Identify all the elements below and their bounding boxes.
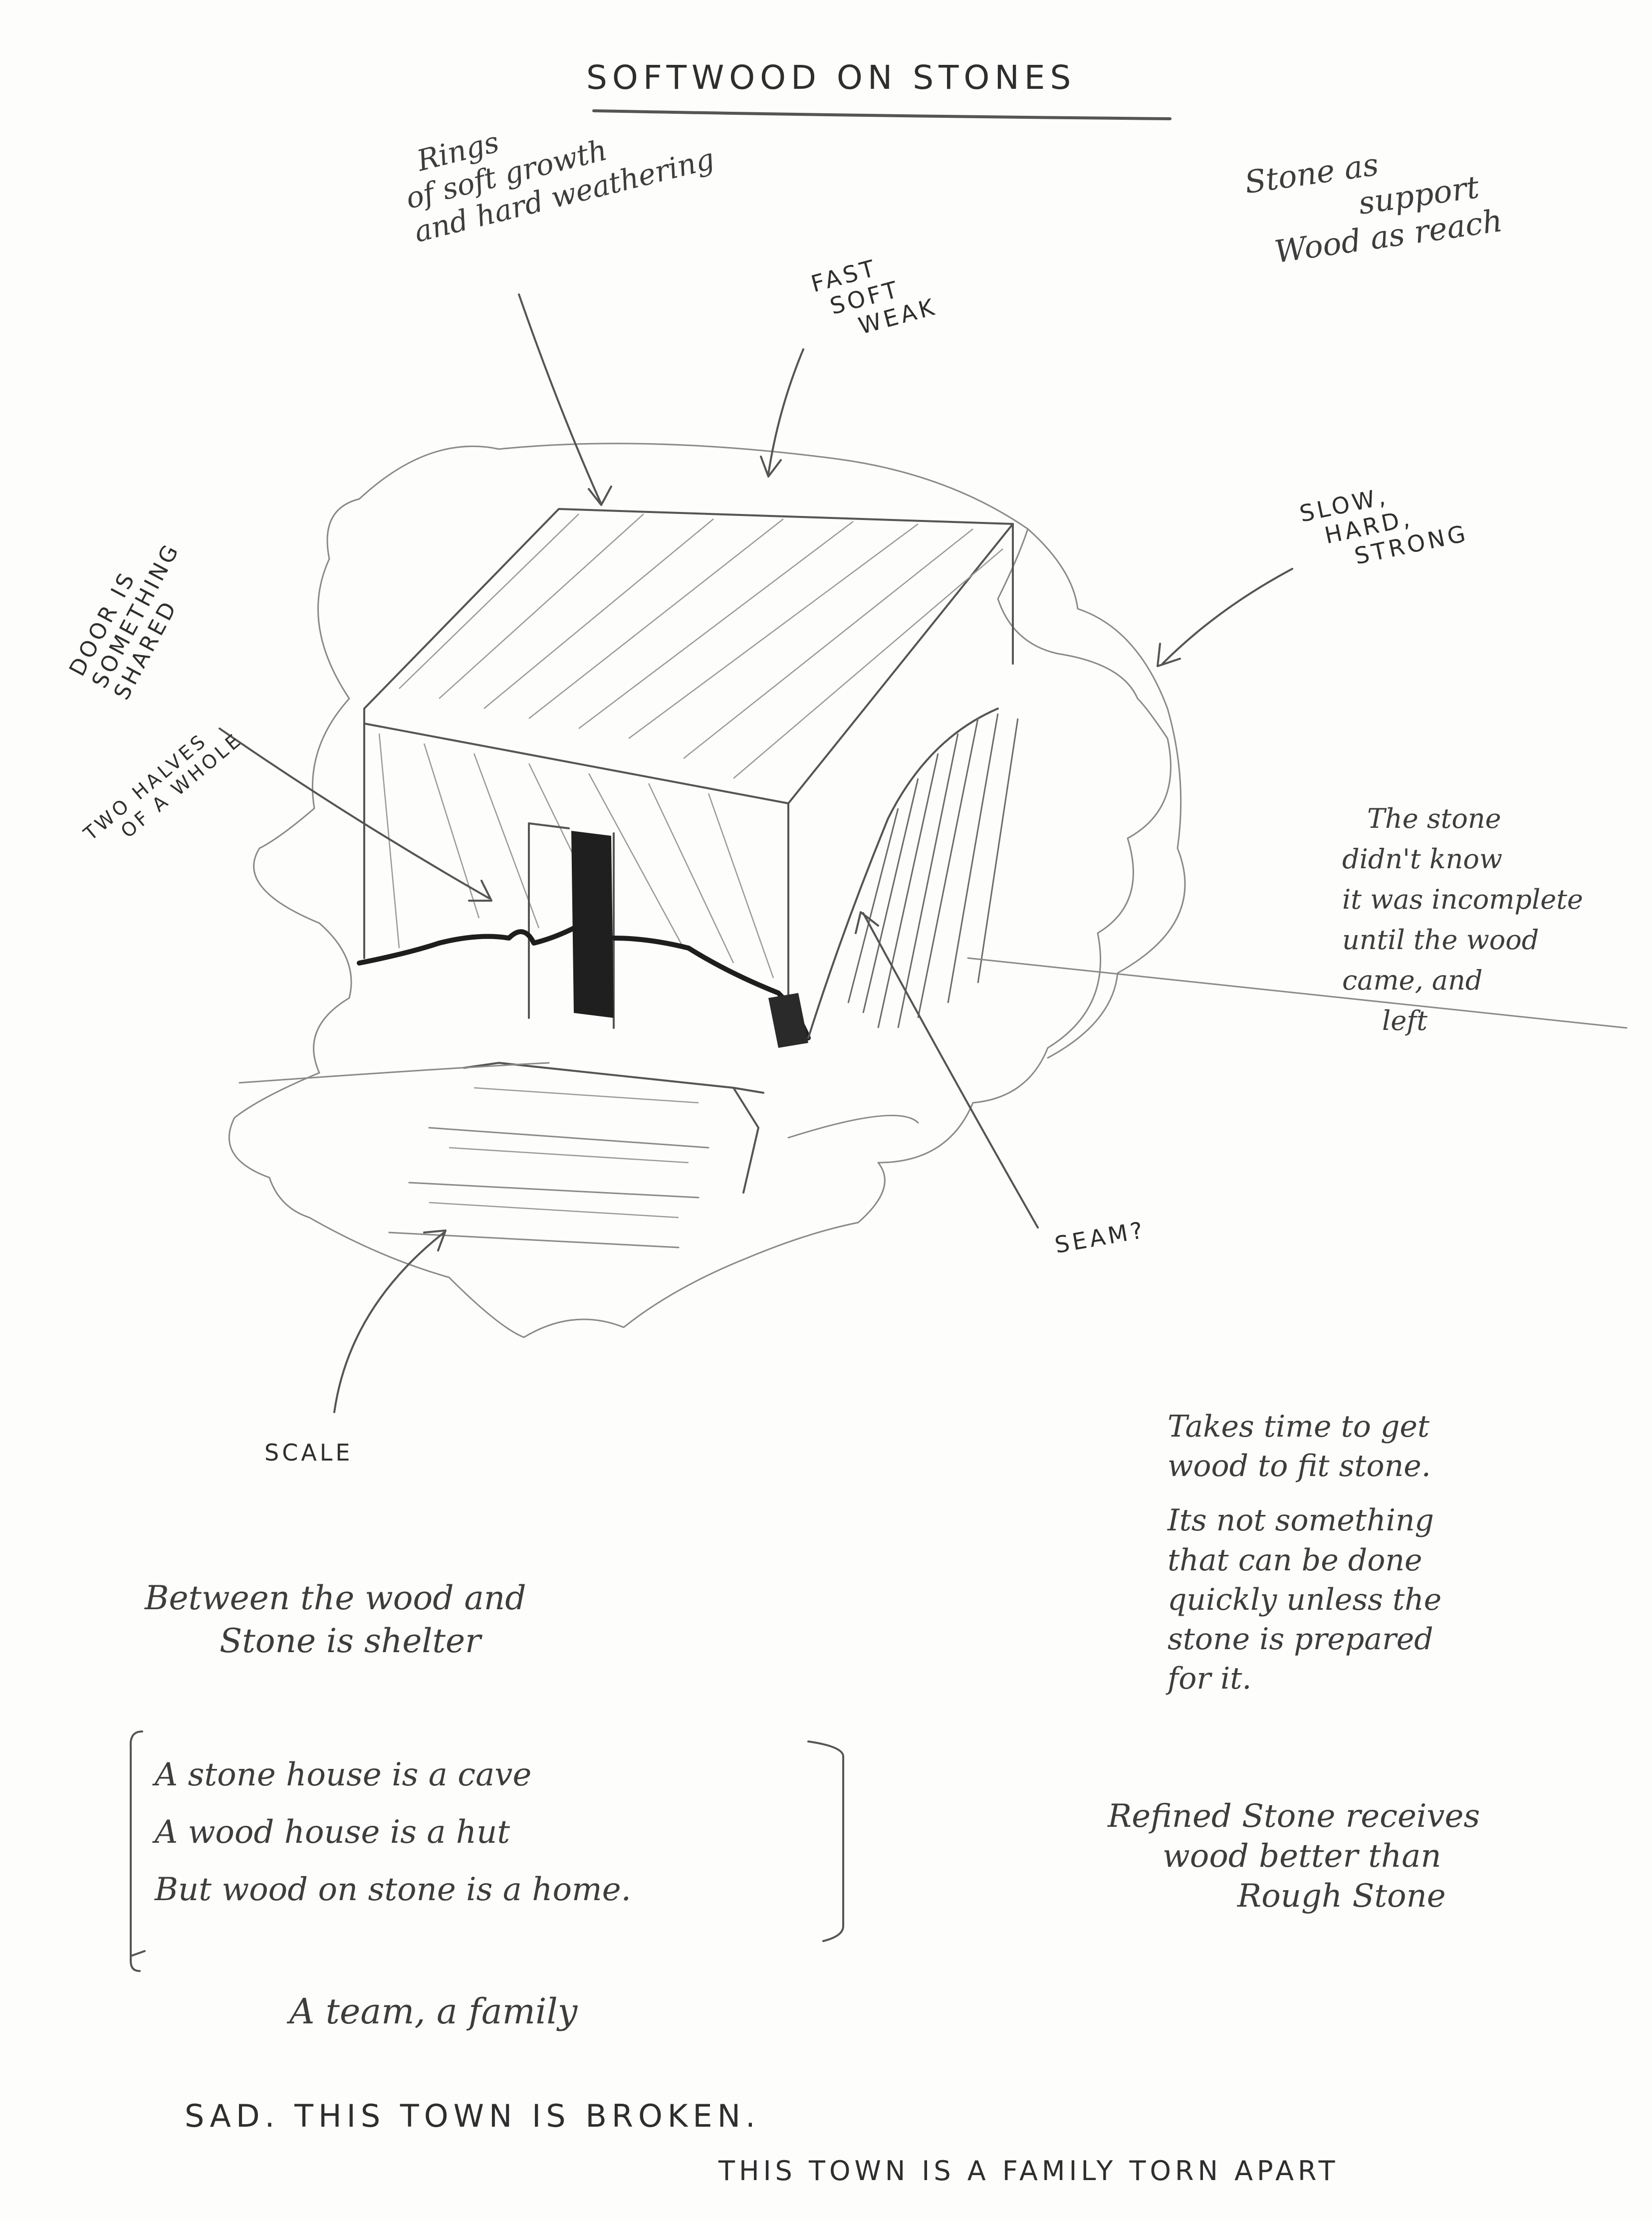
takes-time-line-1: Takes time to get: [1168, 1409, 1429, 1444]
roof-hatching: [399, 513, 1003, 779]
note-torn-apart: THIS TOWN IS A FAMILY TORN APART: [718, 2155, 1339, 2187]
stone-didnt-know-line-5: came, and: [1342, 965, 1483, 996]
arrow-rings: [518, 293, 612, 506]
torn-apart-text: THIS TOWN IS A FAMILY TORN APART: [718, 2155, 1339, 2187]
note-sad-broken: SAD. THIS TOWN IS BROKEN.: [185, 2098, 760, 2134]
poem-wood-on-stone: But wood on stone is a home.: [155, 1871, 631, 1909]
stone-cliff-edge: [807, 708, 999, 1039]
between-line-2: Stone is shelter: [220, 1621, 481, 1660]
house-front-wall: [363, 523, 1014, 1019]
seam-dark-shadow: [768, 993, 808, 1048]
note-team-family: A team, a family: [289, 1991, 577, 2032]
title-text: SOFTWOOD ON STONES: [586, 58, 1076, 97]
door-opening: [571, 831, 614, 1018]
note-stone-incomplete: The stone didn't know it was incomplete …: [1342, 798, 1583, 1041]
stone-didnt-know-line-1: The stone: [1367, 803, 1501, 834]
between-line-1: Between the wood and: [145, 1579, 526, 1617]
arrow-slow: [1157, 568, 1293, 667]
cliff-hatching: [847, 713, 1019, 1028]
takes-time-line-6: stone is prepared: [1168, 1621, 1433, 1657]
house-roof-outline: [363, 508, 1014, 804]
stone-steps: [388, 1062, 764, 1248]
stone-didnt-know-line-3: it was incomplete: [1342, 884, 1583, 915]
arrow-seam: [855, 911, 1039, 1229]
note-scale: SCALE: [264, 1440, 353, 1466]
poem-bracket-left: [129, 1730, 146, 1972]
takes-time-line-2: wood to fit stone.: [1168, 1449, 1431, 1484]
note-takes-time: Takes time to get wood to fit stone. Its…: [1168, 1407, 1441, 1699]
base-ledge: [238, 1062, 919, 1139]
poem-bracket-right: [807, 1740, 844, 1942]
thin-line-right: [967, 957, 1628, 1029]
poem-wood-house: A wood house is a hut: [155, 1814, 510, 1851]
stone-outline-lower: [358, 443, 1172, 1338]
note-between: Between the wood and Stone is shelter: [145, 1577, 526, 1663]
refined-line-1: Refined Stone receives: [1108, 1798, 1480, 1835]
takes-time-line-7: for it.: [1168, 1661, 1252, 1697]
stone-didnt-know-line-6: left: [1382, 1005, 1427, 1036]
poem-stone-house: A stone house is a cave: [155, 1756, 532, 1793]
annotation-arrows: [219, 293, 1628, 1413]
arrow-door: [219, 728, 492, 902]
team-family-text: A team, a family: [289, 1991, 578, 2032]
takes-time-line-4: that can be done: [1168, 1542, 1422, 1578]
title-underline: [592, 109, 1172, 120]
arrow-scale: [333, 1230, 447, 1413]
door-frame: [528, 822, 615, 1029]
stone-outline-upper: [228, 498, 525, 1338]
note-house-poem: A stone house is a cave A wood house is …: [155, 1746, 631, 1919]
refined-line-3: Rough Stone: [1237, 1878, 1446, 1915]
takes-time-line-3: Its not something: [1168, 1503, 1434, 1538]
scale-label: SCALE: [264, 1439, 353, 1466]
stone-outline-right-edge: [1027, 528, 1186, 1059]
refined-line-2: wood better than: [1163, 1838, 1441, 1875]
sad-broken-text: SAD. THIS TOWN IS BROKEN.: [185, 2098, 760, 2134]
stone-didnt-know-line-2: didn't know: [1342, 843, 1503, 875]
takes-time-line-5: quickly unless the: [1168, 1582, 1442, 1617]
page-title: SOFTWOOD ON STONES: [586, 59, 1076, 97]
note-refined-stone: Refined Stone receives wood better than …: [1108, 1796, 1480, 1916]
arrow-fast: [760, 348, 804, 478]
stone-didnt-know-line-4: until the wood: [1342, 924, 1539, 956]
